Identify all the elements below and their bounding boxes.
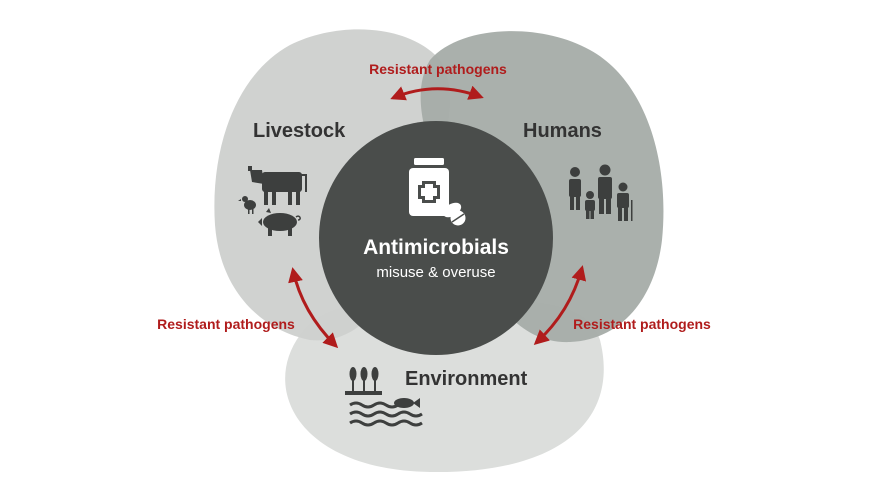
arrow-livestock-humans (390, 85, 484, 101)
medicine-bottle-and-pills-icon (409, 158, 466, 226)
top-link-label: Resistant pathogens (369, 61, 507, 77)
family-people-icon (569, 164, 633, 221)
environment-label: Environment (405, 368, 528, 390)
humans-label: Humans (523, 120, 602, 142)
center-circle (319, 121, 553, 355)
livestock-icon (238, 166, 307, 236)
left-link-label: Resistant pathogens (157, 316, 295, 332)
center-title: Antimicrobials (363, 236, 509, 259)
arrow-humans-environment (533, 265, 587, 346)
crops-water-fish-icon (345, 367, 423, 427)
center-subtitle: misuse & overuse (376, 264, 495, 281)
environment-blob (285, 299, 604, 473)
arrow-livestock-environment (288, 267, 339, 349)
right-link-label: Resistant pathogens (573, 316, 711, 332)
livestock-label: Livestock (253, 120, 346, 142)
